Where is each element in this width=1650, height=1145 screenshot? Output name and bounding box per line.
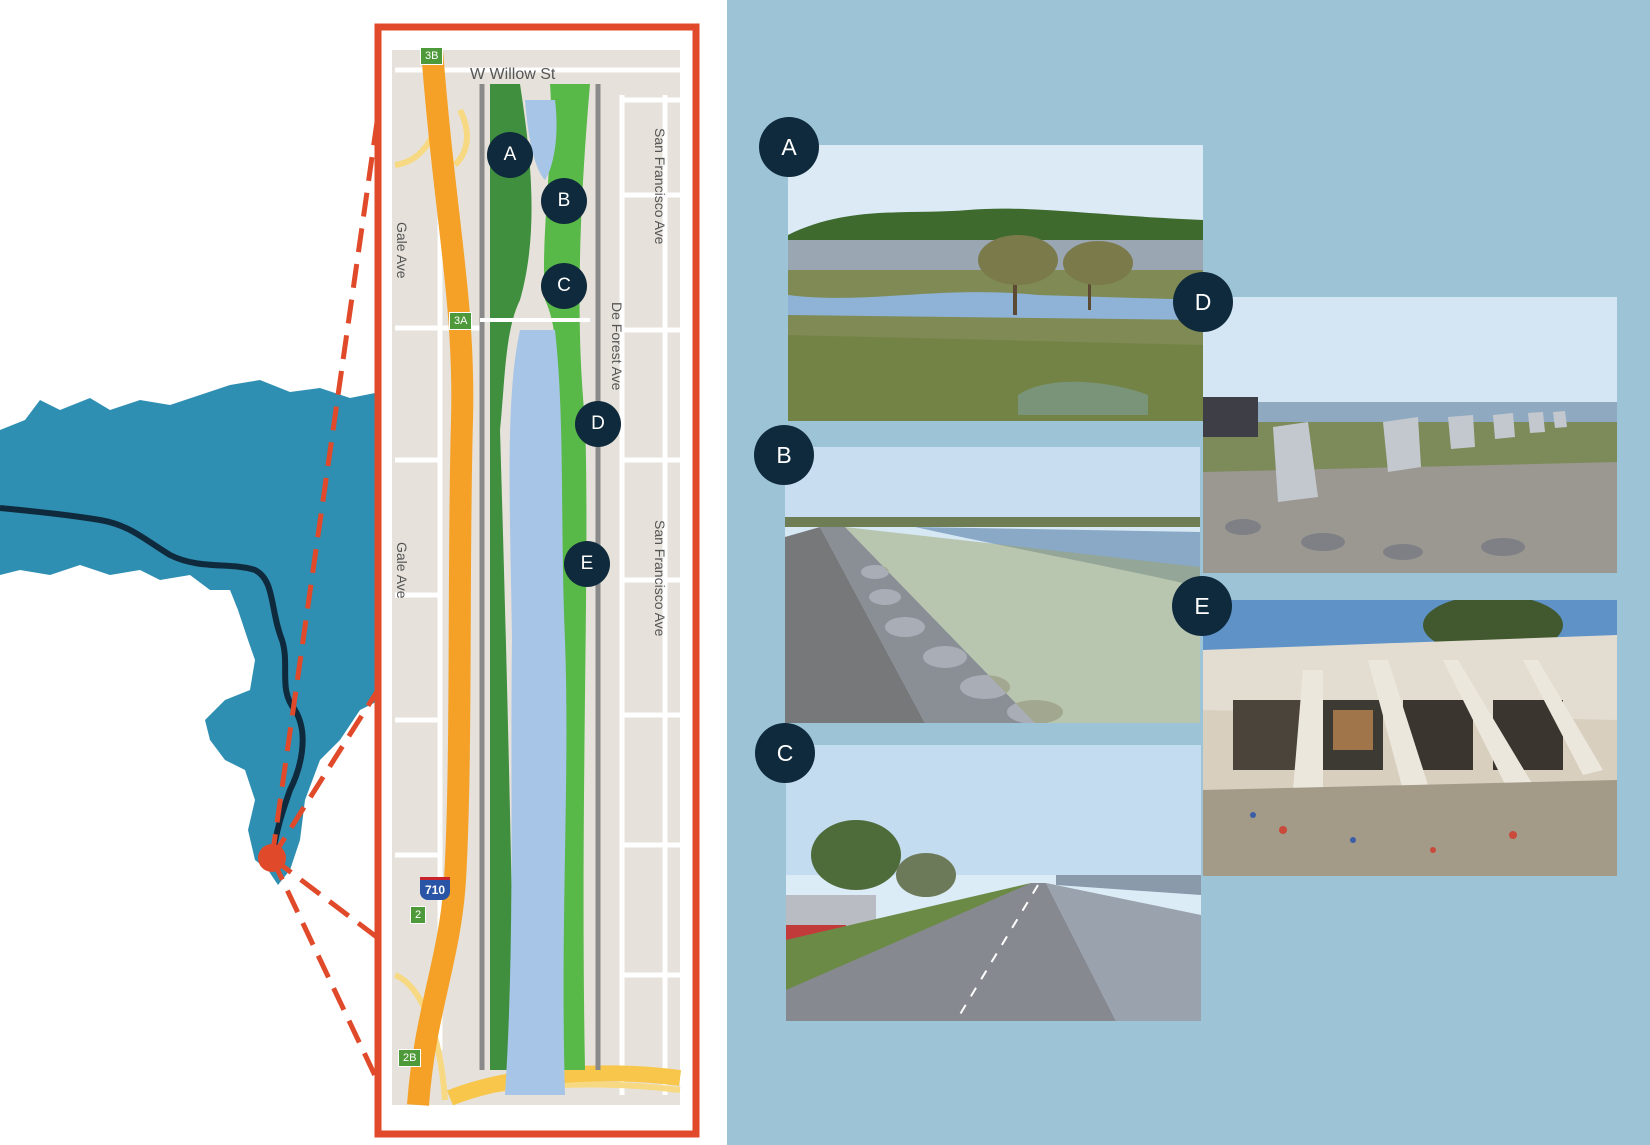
freeway-710	[407, 49, 474, 1106]
interstate-710-shield: 710	[420, 877, 451, 900]
photo-label-e: E	[1172, 576, 1232, 636]
exit-3b-shield: 3B	[420, 47, 444, 65]
street-label-gale-2: Gale Ave	[394, 542, 410, 599]
photo-b	[785, 447, 1200, 723]
river-line	[0, 505, 306, 861]
photo-label-c: C	[755, 723, 815, 783]
river-channel	[505, 330, 567, 1095]
street-label-gale-1: Gale Ave	[394, 222, 410, 279]
street-label-deforest: De Forest Ave	[609, 302, 625, 391]
inset-frame	[374, 23, 700, 1138]
photo-e	[1203, 600, 1617, 876]
street-label-sanfrancisco-2: San Francisco Ave	[652, 520, 668, 637]
street-label-sanfrancisco-1: San Francisco Ave	[652, 128, 668, 245]
map-marker-d: D	[575, 401, 621, 447]
exit-3a-shield: 3A	[449, 312, 473, 330]
map-marker-e: E	[564, 541, 610, 587]
map-marker-c: C	[541, 263, 587, 309]
map-marker-a: A	[487, 132, 533, 178]
park-west	[490, 84, 532, 1070]
street-label-willow: W Willow St	[470, 66, 556, 83]
inset-map	[392, 49, 682, 1106]
location-marker	[258, 844, 286, 872]
exit-2b-shield: 2B	[398, 1049, 422, 1067]
map-marker-b: B	[541, 178, 587, 224]
watershed-region	[0, 380, 380, 885]
photo-a	[788, 145, 1203, 421]
exit-2-shield: 2	[410, 906, 427, 924]
callout-lines	[269, 114, 381, 1084]
park-east	[543, 84, 590, 1070]
photo-label-b: B	[754, 425, 814, 485]
photo-c	[786, 745, 1201, 1021]
photo-label-a: A	[759, 117, 819, 177]
photo-label-d: D	[1173, 272, 1233, 332]
photo-d	[1203, 297, 1617, 573]
